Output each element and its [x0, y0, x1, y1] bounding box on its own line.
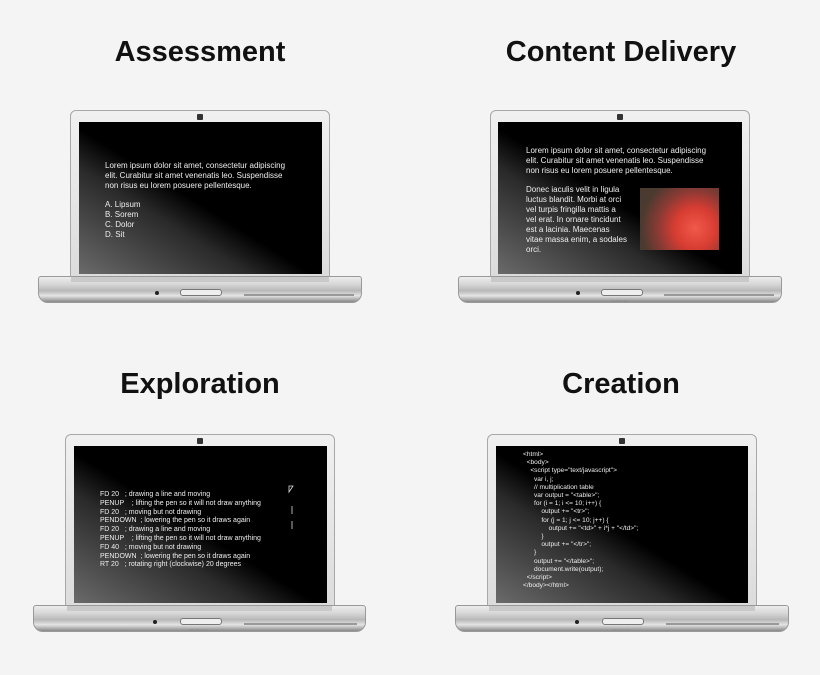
camera-icon: [617, 114, 623, 120]
option-a: A. Lipsum: [105, 200, 141, 209]
indicator-light-icon: [155, 291, 159, 295]
text-line: vel erat. In ornare tincidunt: [526, 215, 621, 224]
code-line: var i, j;: [523, 475, 554, 483]
code-line: <body>: [523, 459, 549, 467]
laptop-base: MacBook Pro: [455, 605, 789, 632]
code-line: PENDOWN ; lowering the pen so it draws a…: [100, 552, 251, 560]
code-line: PENDOWN ; lowering the pen so it draws a…: [100, 517, 251, 525]
latch: [180, 618, 222, 625]
answer-options: A. Lipsum B. Sorem C. Dolor D. Sit: [105, 200, 141, 240]
brand-label: MacBook Pro: [190, 628, 209, 632]
text-line: Lorem ipsum dolor sit amet, consectetur …: [105, 161, 286, 170]
sea-anemone-photo: [640, 188, 719, 250]
camera-icon: [197, 114, 203, 120]
option-c: C. Dolor: [105, 220, 135, 229]
camera-icon: [197, 438, 203, 444]
option-d: D. Sit: [105, 230, 125, 239]
text-line: luctus blandit. Morbi at orci: [526, 195, 622, 204]
text-line: orci.: [526, 245, 542, 254]
code-line: output += "<td>" + i*j + "</td>";: [523, 524, 639, 532]
code-line: output += "</tr>";: [523, 541, 592, 549]
turtle-cursor-icon: [288, 485, 294, 494]
indicator-light-icon: [153, 620, 157, 624]
indicator-light-icon: [576, 291, 580, 295]
laptop-base: MacBook Pro: [38, 276, 362, 303]
title-assessment: Assessment: [114, 36, 286, 68]
code-line: </body></html>: [523, 582, 569, 590]
screen: Lorem ipsum dolor sit amet, consectetur …: [79, 122, 322, 274]
code-line: FD 20 ; drawing a line and moving: [100, 491, 211, 498]
code-line: for (j = 1; j <= 10; j++) {: [523, 516, 609, 524]
drive-slot: [244, 623, 357, 625]
text-line: elit. Curabitur sit amet venenatis leo. …: [105, 171, 283, 180]
code-line: FD 40 ; moving but not drawing: [100, 543, 202, 551]
screen: Lorem ipsum dolor sit amet, consectetur …: [498, 122, 742, 274]
screen: FD 20 ; drawing a line and moving PENUP …: [74, 446, 327, 603]
drive-slot: [664, 294, 774, 296]
brand-label: MacBook Pro: [190, 299, 209, 303]
text-line: elit. Curabitur sit amet venenatis leo. …: [526, 156, 704, 165]
drive-slot: [666, 623, 779, 625]
code-line: output += "<tr>";: [523, 508, 590, 516]
screen: <html> <body> <script type="text/javascr…: [496, 446, 748, 603]
side-text: Donec iaculis velit in ligula luctus bla…: [526, 185, 627, 255]
code-line: FD 20 ; moving but not drawing: [100, 508, 202, 516]
code-line: RT 20 ; rotating right (clockwise) 20 de…: [100, 561, 241, 569]
code-line: PENUP ; lifting the pen so it will not d…: [100, 534, 261, 542]
code-line: output += "</table>";: [523, 557, 595, 565]
laptop-base: MacBook Pro: [33, 605, 366, 632]
turtle-code: FD 20 ; drawing a line and moving PENUP …: [100, 491, 261, 570]
code-line: <script type="text/javascript">: [523, 467, 617, 475]
latch: [180, 289, 222, 296]
indicator-light-icon: [575, 620, 579, 624]
brand-label: MacBook Pro: [610, 299, 629, 303]
drive-slot: [244, 294, 354, 296]
code-line: </script>: [523, 574, 552, 582]
code-line: <html>: [523, 451, 544, 458]
code-line: document.write(output);: [523, 565, 604, 573]
code-line: }: [523, 549, 537, 557]
camera-icon: [619, 438, 625, 444]
brand-label: MacBook Pro: [612, 628, 631, 632]
latch: [602, 618, 644, 625]
latch: [601, 289, 643, 296]
code-line: FD 20 ; drawing a line and moving: [100, 526, 211, 534]
code-line: var output = "<table>";: [523, 492, 600, 500]
text-line: vitae massa enim, a sodales: [526, 235, 627, 244]
question-text: Lorem ipsum dolor sit amet, consectetur …: [105, 161, 285, 191]
text-line: Lorem ipsum dolor sit amet, consectetur …: [526, 146, 707, 155]
code-line: for (i = 1; i <= 10; i++) {: [523, 500, 602, 508]
intro-text: Lorem ipsum dolor sit amet, consectetur …: [526, 146, 706, 176]
text-line: vel turpis fringilla mattis a: [526, 205, 616, 214]
turtle-drawing: [288, 485, 294, 529]
code-line: // multiplication table: [523, 483, 594, 491]
title-content-delivery: Content Delivery: [505, 36, 737, 68]
text-line: Donec iaculis velit in ligula: [526, 185, 620, 194]
text-line: est a lacinia. Maecenas: [526, 225, 610, 234]
title-creation: Creation: [562, 368, 680, 400]
laptop-base: MacBook Pro: [458, 276, 782, 303]
code-line: }: [523, 533, 544, 541]
text-line: non risus eu lorem posuere pellentesque.: [105, 181, 252, 190]
html-code: <html> <body> <script type="text/javascr…: [523, 451, 638, 590]
text-line: non risus eu lorem posuere pellentesque.: [526, 166, 673, 175]
code-line: PENUP ; lifting the pen so it will not d…: [100, 499, 261, 507]
option-b: B. Sorem: [105, 210, 139, 219]
title-exploration: Exploration: [120, 368, 280, 400]
